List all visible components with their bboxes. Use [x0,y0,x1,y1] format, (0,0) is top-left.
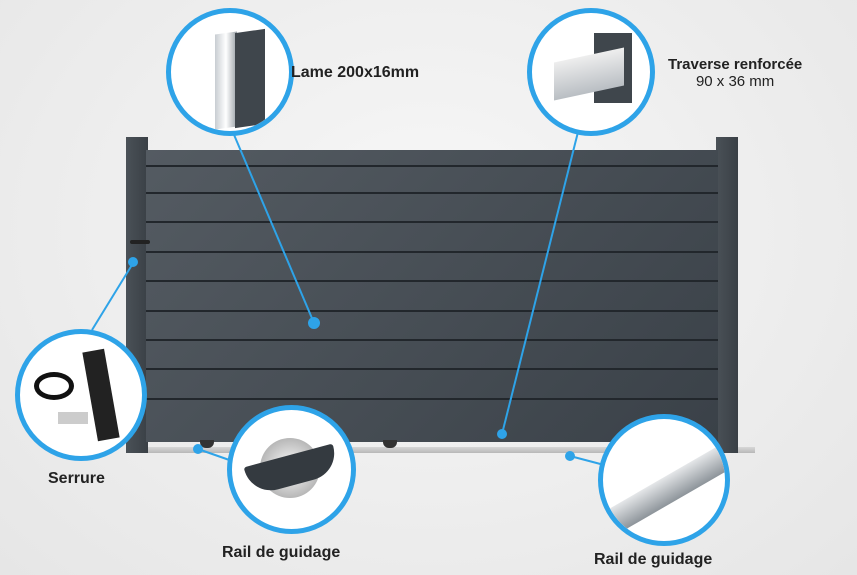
lame-label: Lame 200x16mm [291,64,420,81]
traverse-title: Traverse renforcée [668,56,803,73]
roue-detail-circle [227,405,356,534]
traverse-dims: 90 x 36 mm [695,73,775,90]
lock-escutcheon-icon [34,372,74,400]
wheel-icon [383,440,397,448]
gate-handle-icon [130,240,150,244]
lame-detail-circle [166,8,294,136]
cylinder-icon [58,412,88,424]
traverse-label: Traverse renforcée 90 x 36 mm [668,56,802,90]
traverse-detail-circle [527,8,655,136]
serrure-label: Serrure [48,470,105,487]
rail-detail-circle [598,414,730,546]
ground-rail [140,447,755,453]
lock-body-icon [82,348,120,442]
rail-roue-label: Rail de guidage [222,544,341,561]
right-post [716,137,738,453]
gate-panel [146,150,718,442]
wheel-icon [200,440,214,448]
rail-profile-icon [603,435,725,539]
serrure-detail-circle [15,329,147,461]
rail-profile-label: Rail de guidage [594,551,713,568]
slat-profile-icon [215,31,237,130]
